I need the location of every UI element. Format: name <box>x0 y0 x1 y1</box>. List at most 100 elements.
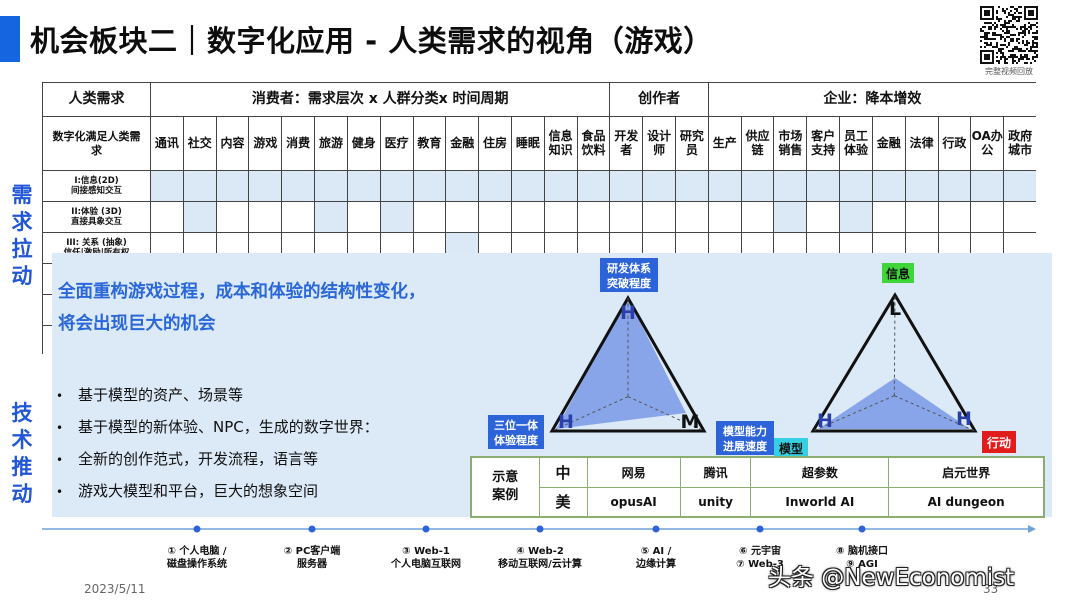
tech-push-label: 技术推动 <box>8 400 36 508</box>
matrix-cell <box>248 170 283 202</box>
matrix-cell <box>478 201 512 233</box>
case-company: 网易 <box>586 456 681 488</box>
vertical-label-char: 拉 <box>11 237 33 261</box>
column-header: 生产 <box>707 116 742 171</box>
case-table-label: 示意 案例 <box>470 456 540 518</box>
qr-code-icon[interactable] <box>980 6 1038 64</box>
right-triangle-axes <box>812 294 976 432</box>
matrix-cell <box>707 201 742 233</box>
column-header: 信息知识 <box>543 116 578 171</box>
timeline-arrow-icon <box>1028 525 1036 533</box>
matrix-cell <box>150 201 184 233</box>
matrix-cell <box>445 170 480 202</box>
vertical-label-char: 动 <box>11 264 33 288</box>
matrix-cell <box>576 201 611 233</box>
bullet-dot-icon: • <box>56 485 64 499</box>
matrix-row-label-line: 间接感知交互 <box>70 186 122 196</box>
left-triangle-outline <box>549 294 707 433</box>
left-right-label-box <box>716 421 774 455</box>
vertical-label-char: 需 <box>11 183 33 207</box>
matrix-cell <box>478 170 512 202</box>
case-company: opusAI <box>586 486 681 518</box>
matrix-cell <box>904 170 939 202</box>
column-header: 政府城市 <box>1003 116 1036 171</box>
vertical-label-char: 动 <box>11 482 33 506</box>
timeline-milestone-line: ④ Web-2 <box>516 546 564 557</box>
row-header-digital: 数字化满足人类需求 <box>42 116 151 171</box>
timeline-milestone-line: ⑤ AI / <box>640 546 672 557</box>
left-right-label-2: 进展速度 <box>723 439 768 453</box>
title-accent-bar <box>0 16 20 62</box>
action-tag <box>982 431 1016 453</box>
bullet-text: 游戏大模型和平台，巨大的想象空间 <box>78 482 319 500</box>
matrix-cell <box>182 170 217 202</box>
triangle-axis-line <box>551 396 629 432</box>
column-header: 通讯 <box>150 116 184 171</box>
header-consumer: 消费者：需求层次 x 人群分类x 时间周期 <box>149 82 611 117</box>
column-header: 行政 <box>937 116 972 171</box>
case-label-line-1: 示意 <box>492 470 519 486</box>
bullet-text: 全新的创作范式，开发流程，语言等 <box>78 450 319 468</box>
matrix-row-label: I:信息(2D)间接感知交互 <box>42 170 151 202</box>
column-header: 社交 <box>182 116 217 171</box>
matrix-cell <box>150 170 184 202</box>
timeline-dot <box>756 525 764 533</box>
column-header: 旅游 <box>314 116 348 171</box>
case-label-line-2: 案例 <box>492 488 519 503</box>
bullet-item: •全新的创作范式，开发流程，语言等 <box>56 444 476 476</box>
header-enterprise: 企业：降本增效 <box>707 82 1036 117</box>
bullet-item: •基于模型的资产、场景等 <box>56 380 476 412</box>
column-header: 内容 <box>215 116 250 171</box>
qr-caption: 完整视频回放 <box>985 67 1033 76</box>
right-right-vertex-level: H <box>956 408 972 430</box>
column-header: 供应链 <box>740 116 775 171</box>
timeline-milestone-line: ① 个人电脑 / <box>167 546 227 557</box>
vertical-label-char: 求 <box>11 210 33 234</box>
bullet-item: •基于模型的新体验、NPC，生成的数字世界： <box>56 412 476 444</box>
bullet-item: • 游戏大模型和平台，巨大的想象空间 <box>56 476 476 508</box>
matrix-cell <box>675 201 709 233</box>
matrix-row-label-line: 直接具象交互 <box>70 217 122 227</box>
matrix-cell <box>182 201 217 233</box>
model-tag-label: 模型 <box>779 441 803 456</box>
headline: 全面重构游戏过程，成本和体验的结构性变化， 将会出现巨大的机会 <box>58 276 478 340</box>
matrix-cell <box>773 170 808 202</box>
column-header: 设计师 <box>642 116 676 171</box>
case-company: 腾讯 <box>679 456 752 488</box>
right-triangle-outline <box>810 292 978 433</box>
timeline-milestone-line: ⑨ AGI <box>846 559 878 570</box>
matrix-cell <box>740 201 775 233</box>
column-header: 医疗 <box>379 116 414 171</box>
matrix-cell <box>871 170 906 202</box>
timeline-milestone-line: 服务器 <box>297 559 327 570</box>
timeline-milestone-line: ③ Web-1 <box>402 546 450 557</box>
left-triangle-fill <box>556 298 686 429</box>
column-header: 金融 <box>871 116 906 171</box>
timeline-milestone: ② PC客户端服务器 <box>284 545 341 571</box>
bullet-list: •基于模型的资产、场景等•基于模型的新体验、NPC，生成的数字世界：•全新的创作… <box>56 380 476 508</box>
timeline-milestone-line: ② PC客户端 <box>283 546 341 557</box>
matrix-cell <box>642 170 676 202</box>
matrix-row-label: II:体验 (3D)直接具象交互 <box>42 201 151 233</box>
right-triangle-fill <box>818 378 970 429</box>
matrix-cell <box>543 170 578 202</box>
timeline-dot <box>308 525 316 533</box>
matrix-cell <box>510 170 545 202</box>
bullet-dot-icon: • <box>56 421 64 435</box>
matrix-cell <box>937 170 972 202</box>
matrix-row-label-line: II:体验 (3D) <box>71 206 122 217</box>
left-top-vertex-level: H <box>620 302 636 324</box>
case-region: 美 <box>538 486 588 518</box>
column-header: 金融 <box>445 116 480 171</box>
column-header: 住房 <box>478 116 512 171</box>
column-header: 睡眠 <box>510 116 545 171</box>
matrix-cell <box>346 170 381 202</box>
matrix-cell <box>609 201 644 233</box>
slide-title: 机会板块二｜数字化应用 - 人类需求的视角（游戏） <box>30 24 713 58</box>
page-number: 33 <box>983 582 999 596</box>
matrix-cell <box>412 170 447 202</box>
matrix-cell <box>609 170 644 202</box>
column-header: 法律 <box>904 116 939 171</box>
